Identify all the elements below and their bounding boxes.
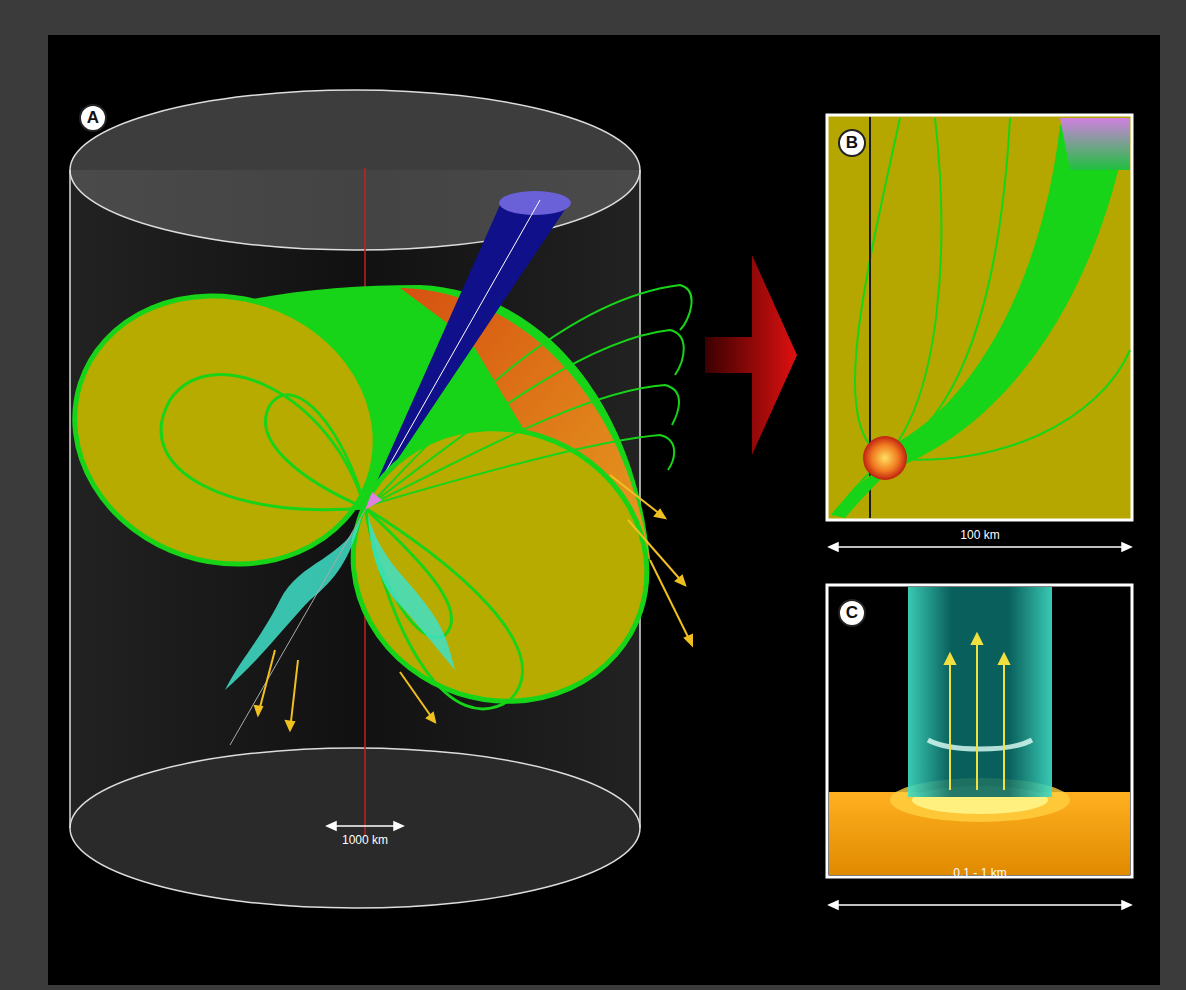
panel-letter: B	[838, 129, 866, 157]
scale-label: 100 km	[960, 528, 999, 542]
illustration-panel: C	[827, 585, 1132, 877]
illustration-panel: A	[60, 85, 705, 915]
illustration-panel: B	[827, 115, 1132, 520]
scale-label: 0.1 - 1 km	[953, 866, 1006, 880]
panel-letter: C	[838, 599, 866, 627]
panel-letter: A	[79, 104, 107, 132]
zoom-arrow	[705, 255, 797, 455]
scale-label: 1000 km	[342, 833, 388, 847]
